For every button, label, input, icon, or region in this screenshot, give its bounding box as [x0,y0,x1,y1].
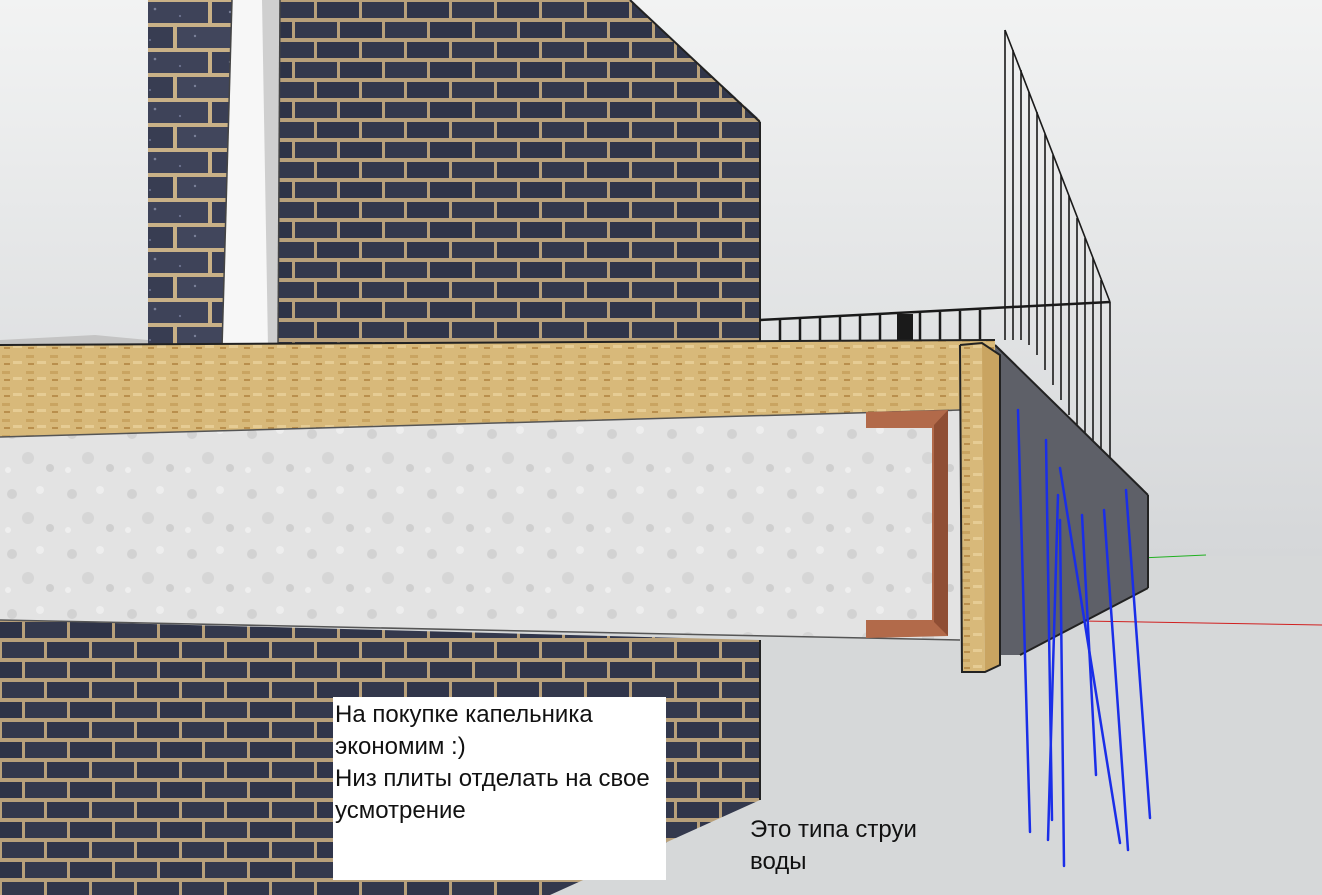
water-stream-lines [1016,408,1152,868]
fence-panel [1004,29,1111,460]
stucco-slab-face [0,410,960,640]
osb-top-board [0,340,995,437]
note-drip-economy: На покупке капельника экономим :) Низ пл… [333,697,666,880]
axis-green [1139,554,1207,559]
osb-end-board [960,343,985,672]
brick-wall-upper [275,0,760,348]
note-water-streams: Это типа струи воды [750,816,917,875]
